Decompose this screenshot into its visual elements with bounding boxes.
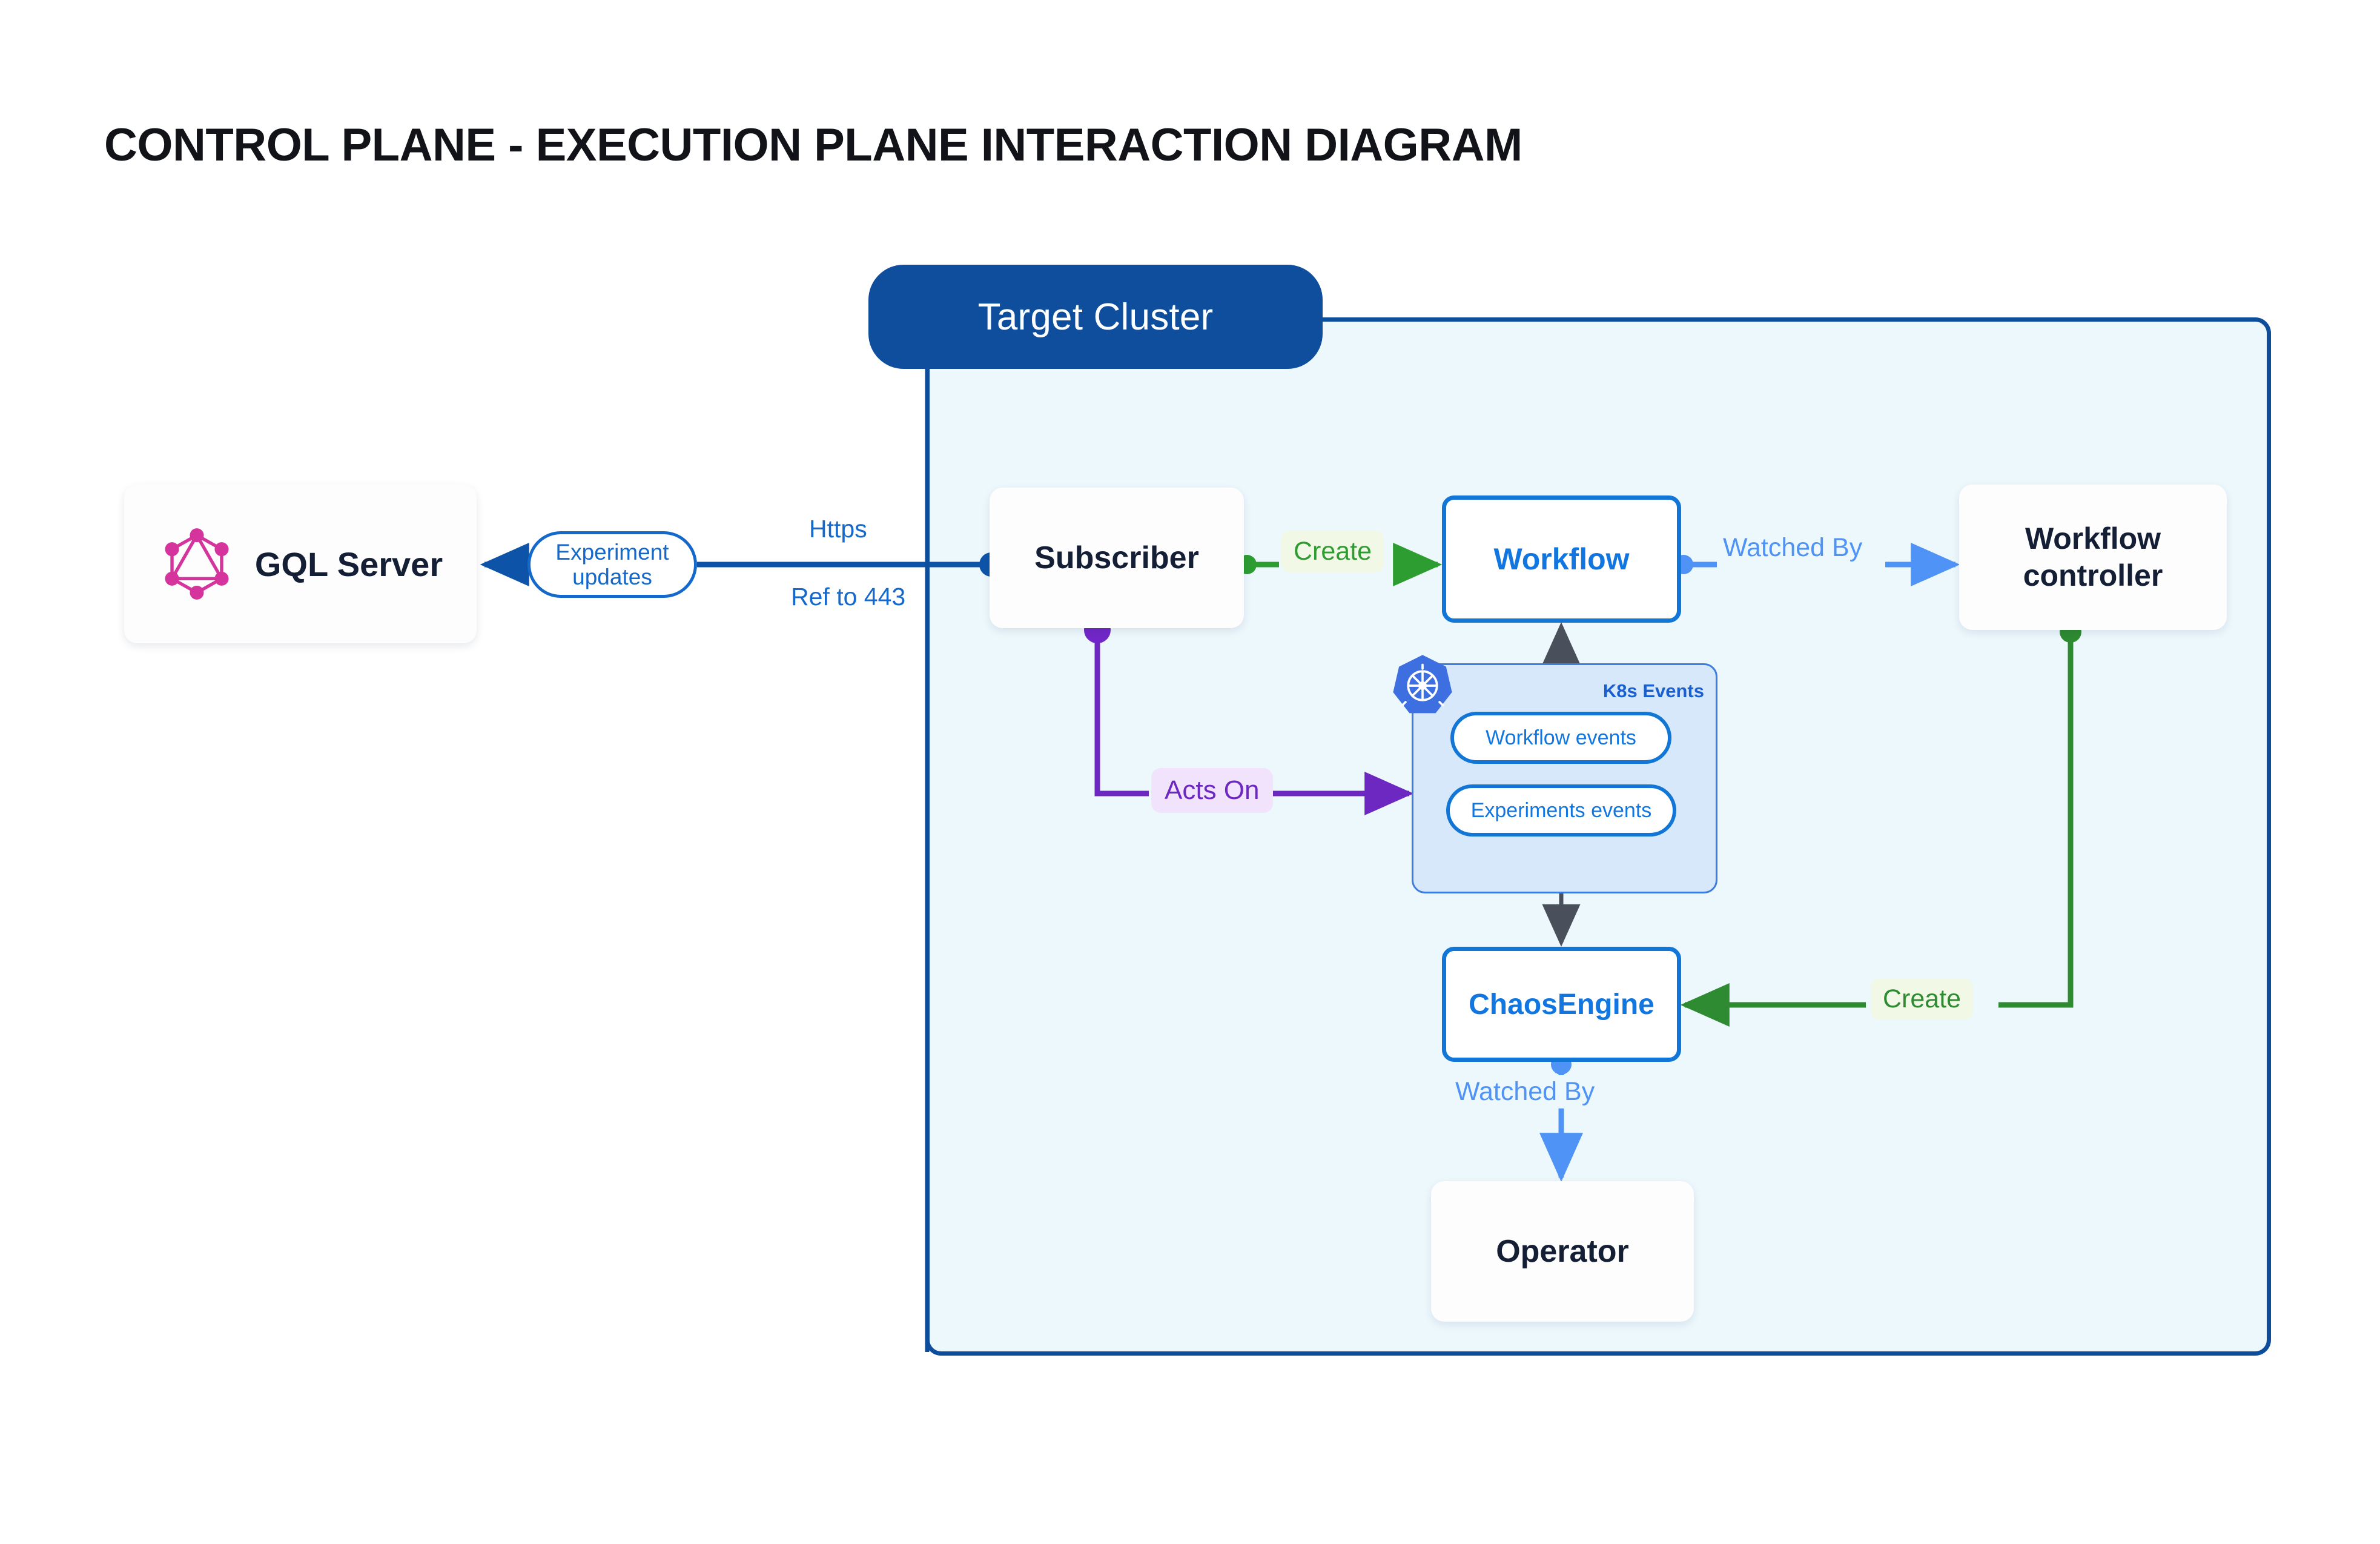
node-workflow-label: Workflow [1493, 542, 1630, 576]
edge-label-create-workflow: Create [1281, 531, 1384, 572]
pill-experiments-events-label: Experiments events [1470, 798, 1652, 822]
edge-label-watched-by-controller: Watched By [1723, 533, 1863, 562]
target-cluster-title-pill: Target Cluster [868, 265, 1323, 369]
node-workflow-controller[interactable]: Workflow controller [1959, 485, 2227, 630]
node-operator-label: Operator [1496, 1234, 1629, 1269]
node-subscriber-label: Subscriber [1034, 540, 1199, 575]
edge-label-experiment-updates-line1: Experiment [555, 539, 669, 565]
edge-label-https: Https [809, 515, 867, 543]
k8s-events-panel[interactable] [1412, 663, 1717, 893]
node-workflow-controller-label-line2: controller [2023, 558, 2163, 592]
node-workflow[interactable]: Workflow [1442, 495, 1681, 623]
kubernetes-icon [1393, 655, 1452, 714]
node-chaosengine[interactable]: ChaosEngine [1442, 947, 1681, 1062]
edge-label-ref-to-443: Ref to 443 [791, 583, 906, 611]
page-title: CONTROL PLANE - EXECUTION PLANE INTERACT… [104, 119, 1522, 171]
edge-label-experiment-updates-line2: updates [572, 565, 652, 589]
node-gql-server[interactable]: GQL Server [124, 485, 477, 643]
pill-workflow-events-label: Workflow events [1486, 726, 1636, 749]
pill-workflow-events[interactable]: Workflow events [1450, 712, 1671, 764]
pill-experiments-events[interactable]: Experiments events [1446, 784, 1676, 837]
k8s-events-title: K8s Events [1602, 680, 1704, 701]
graphql-icon [165, 528, 229, 600]
edge-label-watched-by-operator: Watched By [1455, 1077, 1595, 1106]
edge-label-experiment-updates: Experiment updates [527, 531, 697, 598]
node-workflow-controller-label-line1: Workflow [2025, 522, 2161, 555]
node-workflow-controller-label: Workflow controller [2023, 520, 2163, 594]
node-subscriber[interactable]: Subscriber [990, 488, 1244, 628]
target-cluster-label: Target Cluster [977, 296, 1214, 338]
node-chaosengine-label: ChaosEngine [1469, 988, 1654, 1021]
edge-label-create-chaosengine: Create [1871, 978, 1974, 1020]
edge-label-acts-on: Acts On [1151, 768, 1273, 813]
node-operator[interactable]: Operator [1431, 1181, 1694, 1322]
node-gql-server-label: GQL Server [254, 545, 443, 583]
